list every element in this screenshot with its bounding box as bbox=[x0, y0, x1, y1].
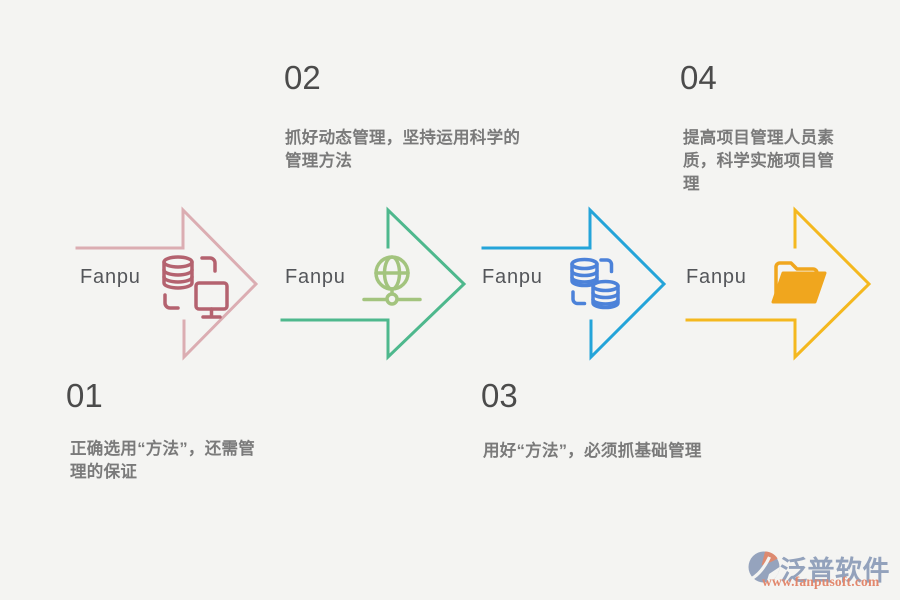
globe-network-icon bbox=[362, 255, 422, 306]
step-description-04: 提高项目管理人员素 质，科学实施项目管 理 bbox=[683, 129, 835, 193]
step-number-02: 02 bbox=[284, 59, 321, 96]
brand-label: Fanpu bbox=[686, 266, 747, 288]
watermark-brand-text: 泛普软件 bbox=[780, 556, 890, 586]
database-sync-icon bbox=[570, 257, 620, 310]
watermark-url-text: www.fanpusoft.com bbox=[762, 574, 880, 589]
step-number-04: 04 bbox=[680, 59, 717, 96]
folder-front bbox=[771, 271, 827, 304]
step-arrow-3 bbox=[481, 206, 667, 361]
fanpu-logo-icon bbox=[748, 551, 780, 583]
step-number-01: 01 bbox=[66, 377, 103, 414]
step-arrow-4 bbox=[685, 206, 872, 361]
step-arrow-2 bbox=[280, 206, 467, 361]
step-description-03: 用好“方法”，必须抓基础管理 bbox=[483, 442, 702, 460]
brand-label: Fanpu bbox=[482, 266, 543, 288]
folder-icon bbox=[771, 261, 827, 304]
brand-label: Fanpu bbox=[80, 266, 141, 288]
brand-label: Fanpu bbox=[285, 266, 346, 288]
step-description-02: 抓好动态管理，坚持运用科学的 管理方法 bbox=[285, 129, 521, 170]
step-number-03: 03 bbox=[481, 377, 518, 414]
watermark: 泛普软件 www.fanpusoft.com bbox=[748, 548, 898, 592]
database-monitor-icon bbox=[162, 255, 229, 319]
step-description-01: 正确选用“方法”，还需管 理的保证 bbox=[70, 440, 256, 481]
step-arrow-1 bbox=[75, 206, 259, 361]
